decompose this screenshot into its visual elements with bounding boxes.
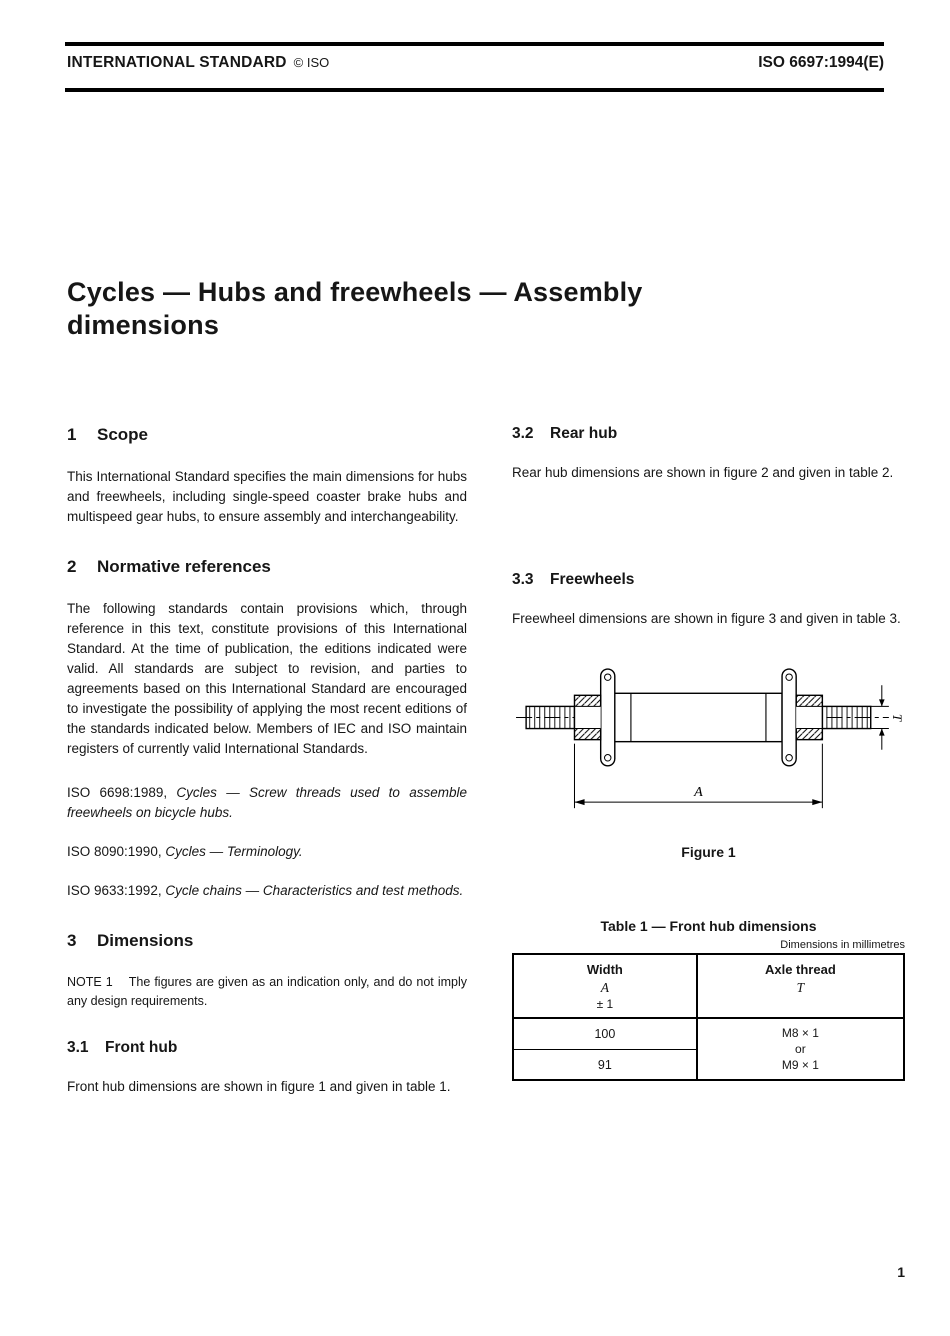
cell-width-100: 100 <box>513 1018 697 1050</box>
heading-rear-hub: 3.2 Rear hub <box>512 425 905 443</box>
right-axle-thread <box>821 705 872 730</box>
note-1-text: The figures are given as an indication o… <box>67 975 467 1008</box>
table-header-row: Width A ± 1 Axle thread T <box>513 954 904 1020</box>
front-hub-paragraph: Front hub dimensions are shown in figure… <box>67 1079 451 1094</box>
thread-option-m9: M9 × 1 <box>781 1058 819 1073</box>
heading-normref-title: Normative references <box>97 557 271 576</box>
header-standard-label: INTERNATIONAL STANDARD <box>67 54 287 71</box>
heading-front-hub: 3.1 Front hub <box>67 1039 467 1057</box>
table-1-block: Table 1 — Front hub dimensions Dimension… <box>512 918 905 1082</box>
scope-paragraph: This International Standard specifies th… <box>67 469 467 524</box>
dimension-a: A <box>573 743 823 809</box>
header-copyright-iso: © ISO <box>293 55 330 70</box>
reference-item-2: ISO 8090:1990, Cycles — Terminology. <box>67 842 467 862</box>
right-column: 3.2 Rear hub Rear hub dimensions are show… <box>512 425 905 1121</box>
two-column-body: 1 Scope This International Standard speci… <box>67 425 905 1121</box>
table-row: 91 <box>513 1049 904 1080</box>
right-flange-spoke-hole-bottom <box>785 754 793 762</box>
hub-barrel <box>614 692 783 743</box>
width-header-label: Width <box>586 962 623 978</box>
heading-rear-hub-number: 3.2 <box>512 425 534 442</box>
column-header-width: Width A ± 1 <box>513 954 697 1020</box>
table-1-units-note: Dimensions in millimetres <box>780 939 905 952</box>
heading-freewheels-number: 3.3 <box>512 571 534 588</box>
header-doc-ref: ISO 6697:1994(E) <box>758 54 884 71</box>
heading-scope: 1 Scope <box>67 425 467 445</box>
reference-1-title: Cycles — Screw threads used to assemble … <box>67 785 468 820</box>
freewheels-paragraph: Freewheel dimensions are shown in figure… <box>512 611 901 626</box>
cell-axle-thread-options: M8 × 1 or M9 × 1 <box>695 1018 904 1081</box>
reference-1-code: ISO 6698:1989, <box>67 785 168 800</box>
reference-item-1: ISO 6698:1989, Cycles — Screw threads us… <box>67 783 467 823</box>
page-number: 1 <box>897 1264 905 1280</box>
figure-1-caption: Figure 1 <box>681 844 736 861</box>
heading-dimensions-number: 3 <box>67 931 77 950</box>
left-flange-spoke-hole-bottom <box>604 754 612 762</box>
table-row: 100 M8 × 1 or M9 × 1 <box>513 1018 904 1081</box>
cell-width-91: 91 <box>597 1057 612 1072</box>
rear-hub-paragraph: Rear hub dimensions are shown in figure … <box>512 465 894 480</box>
right-flange <box>781 668 797 767</box>
left-flange <box>599 668 616 767</box>
reference-item-3: ISO 9633:1992, Cycle chains — Characteri… <box>67 881 467 901</box>
column-header-axle-thread: Axle thread T <box>695 954 904 1020</box>
width-tolerance: ± 1 <box>596 997 614 1012</box>
heading-rear-hub-title: Rear hub <box>550 425 618 442</box>
heading-scope-number: 1 <box>67 425 77 444</box>
page-header: INTERNATIONAL STANDARD © ISO ISO 6697:199… <box>67 54 884 72</box>
reference-2-code: ISO 8090:1990, <box>67 844 162 859</box>
header-rule-bottom <box>65 88 884 92</box>
heading-front-hub-number: 3.1 <box>67 1039 89 1056</box>
dim-label-a: A <box>693 784 703 800</box>
heading-dimensions-title: Dimensions <box>97 931 194 950</box>
figure-1: T A Figure 1 <box>512 655 905 860</box>
width-symbol: A <box>600 980 609 996</box>
front-hub-technical-drawing: T A <box>516 668 905 809</box>
reference-3-title: Cycle chains — Characteristics and test … <box>165 883 464 898</box>
header-rule-top <box>65 42 884 46</box>
left-flange-spoke-hole-top <box>604 673 612 681</box>
heading-freewheels: 3.3 Freewheels <box>512 571 905 589</box>
front-hub-dimensions-table: Width A ± 1 Axle thread T 100 <box>512 953 905 1082</box>
normative-references-paragraph: The following standards contain provisio… <box>67 601 467 756</box>
note-1-label: NOTE 1 <box>67 975 113 989</box>
heading-normative-references: 2 Normative references <box>67 557 467 577</box>
axle-thread-header-label: Axle thread <box>764 962 836 978</box>
reference-3-code: ISO 9633:1992, <box>67 883 162 898</box>
heading-freewheels-title: Freewheels <box>550 571 635 588</box>
heading-front-hub-title: Front hub <box>105 1039 178 1056</box>
reference-2-title: Cycles — Terminology. <box>165 844 303 859</box>
left-column: 1 Scope This International Standard speci… <box>67 425 467 1121</box>
left-axle-thread <box>525 705 576 730</box>
dimension-t: T <box>870 685 905 750</box>
table-1-caption: Table 1 — Front hub dimensions <box>600 918 817 935</box>
right-flange-spoke-hole-top <box>785 673 793 681</box>
header-left: INTERNATIONAL STANDARD © ISO <box>67 54 329 72</box>
heading-scope-title: Scope <box>97 425 149 444</box>
heading-normref-number: 2 <box>67 557 77 576</box>
axle-thread-symbol: T <box>796 980 805 996</box>
dim-label-t: T <box>890 714 905 723</box>
thread-option-m8: M8 × 1 <box>781 1026 819 1041</box>
document-title: Cycles — Hubs and freewheels — Assembly … <box>67 277 643 340</box>
heading-dimensions: 3 Dimensions <box>67 931 467 951</box>
thread-option-or: or <box>795 1042 806 1057</box>
